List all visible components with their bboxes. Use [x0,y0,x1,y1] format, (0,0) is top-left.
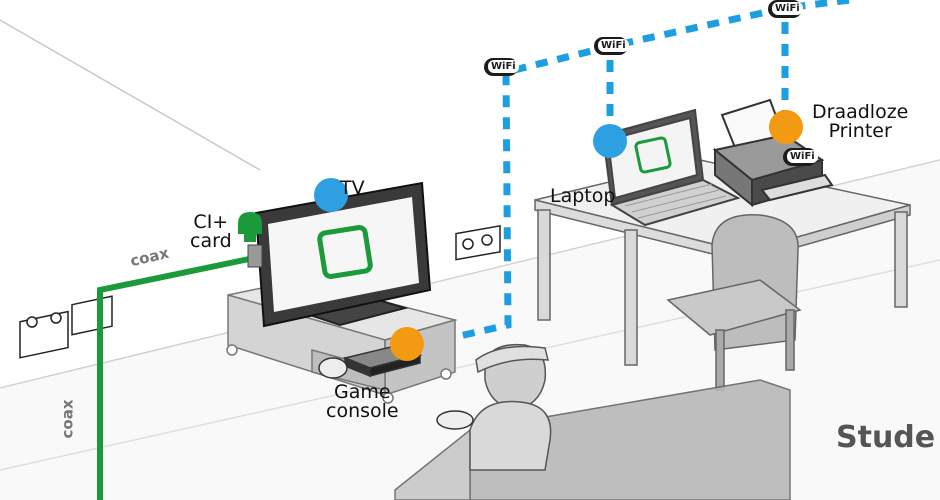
game-console-marker-dot [390,327,424,361]
printer-label-line1: Draadloze [812,101,909,123]
game-console-label-line2: console [326,400,399,422]
ci-card-label-line2: card [190,230,232,252]
wifi-icon: WiFi [594,37,629,55]
coax-cable [97,255,255,500]
printer-marker-dot [769,110,803,144]
person [469,343,552,471]
printer-label: Draadloze Printer [812,103,908,141]
chair [666,214,802,391]
laptop-logo [634,136,672,174]
printer-label-line2: Printer [828,120,892,142]
game-console-label: Game console [326,383,399,421]
couch [394,379,791,500]
tv-marker-dot [314,178,348,212]
ci-card-label: CI+ card [190,213,232,251]
held-controller [436,410,474,430]
wall-socket-right [455,224,501,261]
tv-label: TV [340,177,365,199]
coax-label-side: coax [58,399,77,439]
game-console-label-line1: Game [334,381,391,403]
laptop [601,108,741,227]
tv-logo [317,225,373,279]
ci-card-marker [236,212,264,242]
console-controller [318,357,348,379]
wifi-icon: WiFi [484,58,519,76]
laptop-marker-dot [593,124,627,158]
wifi-icon: WiFi [768,0,803,18]
ci-card-label-line1: CI+ [193,211,229,233]
tv-set [247,181,432,328]
printer [712,98,834,208]
laptop-label: Laptop [550,185,616,207]
room-label: Stude [836,420,936,455]
wifi-icon: WiFi [783,148,818,166]
